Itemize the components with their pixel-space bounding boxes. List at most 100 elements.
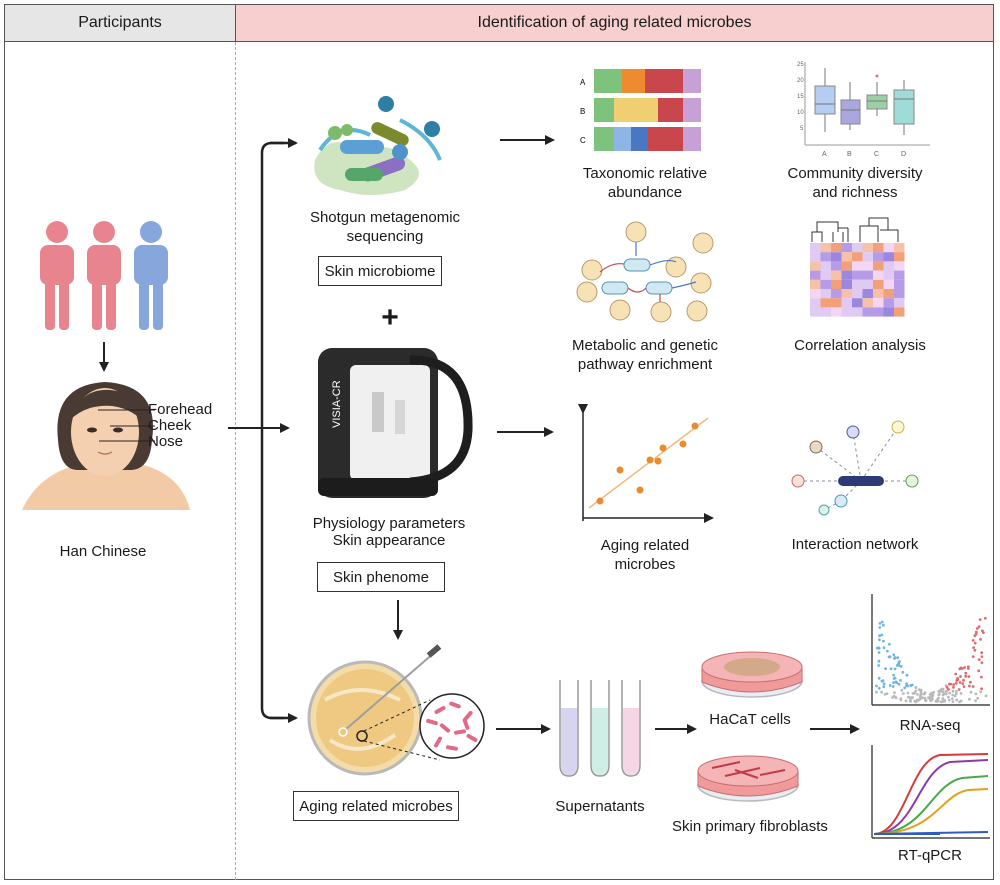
volcano-point	[975, 630, 978, 634]
heatmap-cells	[810, 243, 905, 317]
bacterium-rod	[454, 729, 466, 735]
cheek-label: Cheek	[148, 417, 192, 434]
taxonomy-bar-row-c	[594, 127, 701, 151]
volcano-point	[975, 627, 979, 630]
volcano-point	[954, 692, 958, 696]
volcano-point	[974, 699, 977, 703]
volcano-point	[944, 692, 948, 696]
heatmap-cell	[862, 243, 873, 253]
volcano-point	[919, 690, 923, 694]
heatmap-cell	[873, 298, 884, 308]
volcano-point	[939, 700, 943, 704]
volcano-point	[882, 685, 886, 689]
volcano-point	[977, 669, 981, 673]
heatmap-cell	[841, 252, 852, 262]
heatmap-cell	[841, 307, 852, 317]
volcano-point	[962, 685, 966, 688]
volcano-point	[980, 687, 983, 691]
volcano-point	[908, 698, 912, 702]
heatmap-cell	[852, 243, 863, 253]
volcano-point	[930, 691, 933, 695]
volcano-point	[956, 678, 959, 681]
volcano-point	[955, 689, 958, 693]
bacterium-rod	[426, 718, 438, 726]
aging-microbes-label-line2: microbes	[614, 556, 676, 573]
heatmap-cell	[862, 261, 873, 271]
bacterium-rod	[434, 736, 442, 748]
branch-bracket	[260, 141, 284, 720]
heatmap-cell	[810, 298, 821, 308]
volcano-point	[878, 634, 881, 638]
volcano-point	[875, 684, 878, 688]
volcano-point	[906, 691, 910, 695]
person-icon-pink-2	[87, 221, 121, 330]
volcano-point	[882, 623, 885, 627]
supernatant-tubes	[559, 680, 641, 777]
volcano-point	[904, 699, 908, 703]
taxonomy-bar-row-b	[594, 98, 701, 122]
heatmap-cell	[810, 289, 821, 299]
identification-header: Identification of aging related microbes	[235, 4, 994, 42]
volcano-point	[971, 655, 975, 658]
taxonomy-bar-row-a	[594, 69, 701, 93]
volcano-point	[929, 699, 933, 703]
volcano-point	[896, 656, 900, 660]
volcano-point	[899, 679, 902, 682]
heatmap-cell	[862, 270, 873, 280]
heatmap-cell	[894, 307, 905, 317]
heatmap-cell	[820, 289, 831, 299]
volcano-point	[972, 646, 975, 649]
boxplot-xtick: C	[874, 151, 879, 158]
boxplot-xtick: B	[847, 151, 852, 158]
volcano-point	[983, 616, 987, 620]
volcano-point	[885, 692, 889, 695]
volcano-point	[969, 680, 972, 684]
volcano-point	[954, 672, 958, 676]
pathway-cells	[599, 242, 697, 302]
volcano-point	[916, 693, 919, 696]
volcano-point	[947, 695, 950, 699]
volcano-point	[900, 688, 904, 692]
volcano-point	[941, 693, 945, 697]
volcano-point	[968, 697, 971, 701]
heatmap-cell	[852, 279, 863, 289]
person-icon-pink-1	[40, 221, 74, 330]
volcano-point	[897, 661, 901, 665]
volcano-point	[877, 676, 881, 680]
heatmap-cell	[831, 289, 842, 299]
volcano-point	[960, 667, 964, 670]
volcano-point	[967, 675, 971, 678]
bacterium-rod	[434, 706, 446, 714]
heatmap-cell	[820, 270, 831, 280]
volcano-point	[924, 699, 927, 703]
volcano-point	[888, 642, 891, 646]
volcano-point	[878, 622, 882, 625]
volcano-point	[969, 690, 973, 694]
rnaseq-label: RNA-seq	[899, 717, 961, 734]
volcano-point	[959, 692, 963, 695]
correlation-heatmap	[811, 217, 899, 242]
panel-divider	[235, 42, 236, 880]
volcano-point	[882, 682, 886, 686]
heatmap-cell	[810, 279, 821, 289]
heatmap-cell	[873, 270, 884, 280]
heatmap-cell	[820, 243, 831, 253]
volcano-point	[880, 690, 883, 694]
nose-label: Nose	[148, 433, 184, 450]
heatmap-cell	[883, 261, 894, 271]
forehead-label: Forehead	[148, 401, 213, 418]
volcano-point	[955, 698, 959, 702]
volcano-point	[945, 686, 949, 689]
metagenomic-label-line1: Shotgun metagenomic	[309, 209, 461, 226]
volcano-point	[959, 675, 962, 678]
heatmap-cell	[883, 307, 894, 317]
volcano-point	[923, 691, 927, 695]
rtqpcr-plot	[871, 745, 990, 839]
fibroblast-dish	[697, 755, 799, 802]
volcano-point	[880, 679, 884, 683]
interaction-network-label: Interaction network	[791, 536, 919, 553]
volcano-point	[887, 655, 891, 659]
volcano-point	[882, 639, 885, 643]
interaction-network	[791, 420, 919, 516]
heatmap-cell	[831, 279, 842, 289]
